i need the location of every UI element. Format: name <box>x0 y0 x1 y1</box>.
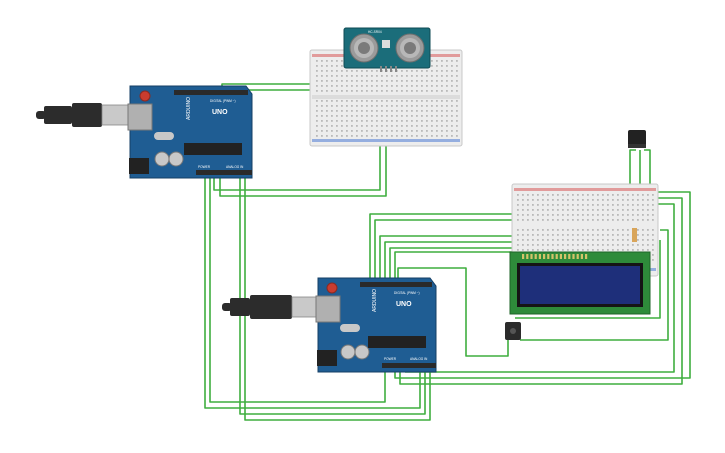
temperature-sensor[interactable] <box>628 130 646 148</box>
lcd-pins <box>522 254 588 259</box>
wire[interactable] <box>204 176 421 409</box>
wire[interactable] <box>209 176 386 403</box>
power-label: POWER <box>198 165 211 169</box>
digital-header-label: DIGITAL (PWM ~) <box>210 99 236 103</box>
analog-label: ANALOG IN <box>410 357 428 361</box>
wire[interactable] <box>369 213 521 280</box>
arduino-brand: ARDUINO <box>186 97 192 120</box>
resistor[interactable] <box>632 228 637 242</box>
ultrasonic-label: HC-SR04 <box>368 30 382 34</box>
lcd-screen <box>520 266 640 304</box>
push-button[interactable] <box>505 322 521 340</box>
breadboard-holes <box>517 194 654 261</box>
usb-cable-top <box>36 103 131 127</box>
lcd-display[interactable] <box>509 251 651 315</box>
power-label: POWER <box>384 357 397 361</box>
digital-header-label: DIGITAL (PWM ~) <box>394 291 420 295</box>
ultrasonic-sensor[interactable]: HC-SR04 <box>343 27 431 72</box>
arduino-logo-text: UNO <box>396 301 412 308</box>
wire[interactable] <box>515 240 661 319</box>
wire[interactable] <box>644 149 651 188</box>
wire[interactable] <box>239 176 426 415</box>
arduino-top[interactable]: UNO ARDUINO DIGITAL (PWM ~) POWER ANALOG… <box>36 85 253 179</box>
arduino-brand: ARDUINO <box>372 289 378 312</box>
wire[interactable] <box>405 203 675 373</box>
wire[interactable] <box>394 191 691 379</box>
arduino-logo-text: UNO <box>212 109 228 116</box>
usb-cable-bottom <box>222 295 323 319</box>
wire[interactable] <box>520 229 669 341</box>
wire[interactable] <box>629 149 636 188</box>
arduino-bottom[interactable]: UNO ARDUINO DIGITAL (PWM ~) POWER ANALOG… <box>222 277 437 373</box>
analog-label: ANALOG IN <box>226 165 244 169</box>
wire[interactable] <box>399 197 683 385</box>
wire[interactable] <box>397 267 509 357</box>
